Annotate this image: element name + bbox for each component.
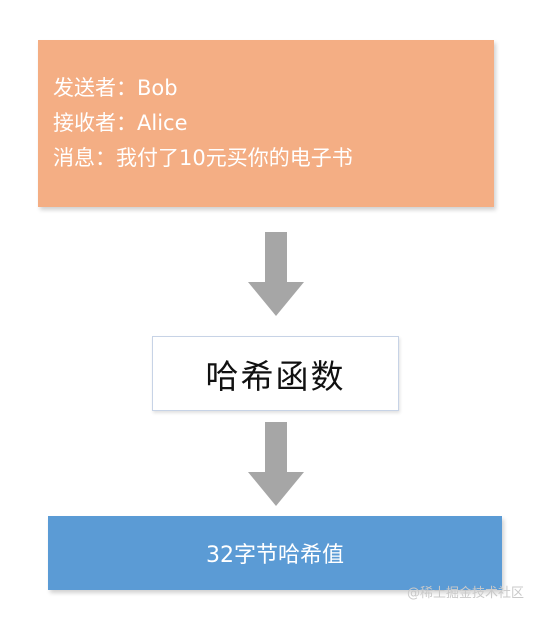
arrow-head [248, 282, 304, 316]
receiver-line: 接收者：Alice [53, 111, 188, 135]
message-box: 发送者：Bob 接收者：Alice 消息：我付了10元买你的电子书 [38, 40, 494, 207]
down-arrow-icon [248, 422, 304, 506]
arrow-shaft [265, 232, 287, 284]
down-arrow-icon [248, 232, 304, 316]
arrow-shaft [265, 422, 287, 474]
hash-result-box: 32字节哈希值 [48, 516, 502, 590]
arrow-head [248, 472, 304, 506]
hash-result-label: 32字节哈希值 [206, 543, 344, 568]
hash-function-label: 哈希函数 [205, 356, 346, 396]
message-line: 消息：我付了10元买你的电子书 [53, 146, 353, 170]
sender-line: 发送者：Bob [53, 76, 178, 100]
hash-function-box: 哈希函数 [152, 336, 399, 411]
watermark: @稀土掘金技术社区 [406, 586, 524, 601]
